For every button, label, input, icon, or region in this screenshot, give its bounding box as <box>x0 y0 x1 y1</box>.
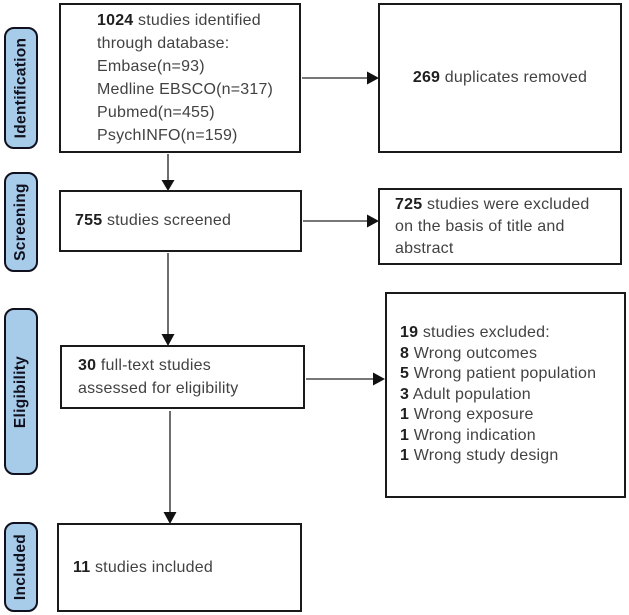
count: 11 <box>73 558 91 576</box>
count: 30 <box>78 357 97 374</box>
text-line: PsychINFO(n=159) <box>97 124 299 147</box>
line-text: Adult population <box>409 385 531 403</box>
text-line: through database: <box>97 32 299 55</box>
text-line: 725 studies were excluded <box>395 194 620 216</box>
line-text: on the basis of title and <box>395 217 565 235</box>
line-text: through database: <box>97 35 230 52</box>
line-text: Wrong exposure <box>409 406 534 424</box>
stage-label-included: Included <box>4 522 38 612</box>
line-text: assessed for eligibility <box>78 380 239 397</box>
line-text: abstract <box>395 239 454 257</box>
line-text: Wrong outcomes <box>409 344 538 362</box>
box-fulltext-assessed: 30 full-text studies assessed for eligib… <box>60 345 305 409</box>
stage-label-identification: Identification <box>4 27 38 149</box>
count: 1024 <box>97 12 134 29</box>
count: 1 <box>400 426 410 444</box>
stage-label-identification-text: Identification <box>12 37 29 139</box>
text-line: Medline EBSCO(n=317) <box>97 78 299 101</box>
text-line: 30 full-text studies <box>78 354 303 377</box>
box-fulltext-excluded-reasons: 19 studies excluded: 8 Wrong outcomes 5 … <box>385 292 626 498</box>
line-text: duplicates removed <box>440 69 588 86</box>
stage-label-eligibility: Eligibility <box>4 308 38 475</box>
text-line: 3 Adult population <box>400 385 624 406</box>
count: 3 <box>400 385 410 403</box>
stage-label-screening-text: Screening <box>12 183 29 261</box>
count: 1 <box>400 447 410 465</box>
line-text: Pubmed(n=455) <box>97 104 215 121</box>
text-line: 1 Wrong study design <box>400 446 624 467</box>
line-text: studies excluded: <box>418 324 550 342</box>
count: 1 <box>400 406 410 424</box>
text-line: 1024 studies identified <box>97 9 299 32</box>
text-line: abstract <box>395 238 620 260</box>
line-text: Wrong study design <box>409 447 559 465</box>
text-line: 8 Wrong outcomes <box>400 344 624 365</box>
box-studies-screened: 755 studies screened <box>59 190 302 252</box>
text-line: assessed for eligibility <box>78 377 303 400</box>
line-text: PsychINFO(n=159) <box>97 127 238 144</box>
text-line: 19 studies excluded: <box>400 323 624 344</box>
box-excluded-title-abstract: 725 studies were excluded on the basis o… <box>378 188 622 265</box>
line-text: studies included <box>90 558 213 576</box>
stage-label-screening: Screening <box>4 172 38 272</box>
stage-label-eligibility-text: Eligibility <box>12 355 30 428</box>
line-text: Wrong indication <box>409 426 536 444</box>
text-line: Pubmed(n=455) <box>97 101 299 124</box>
arrowhead-fulltext-to-excluded <box>373 372 385 386</box>
line-text: Wrong patient population <box>409 365 597 383</box>
text-line: 1 Wrong indication <box>400 426 624 447</box>
line-text: full-text studies <box>96 357 211 374</box>
text-line: 5 Wrong patient population <box>400 364 624 385</box>
text-line: 1 Wrong exposure <box>400 405 624 426</box>
text-line: 755 studies screened <box>75 210 300 232</box>
box-studies-identified: 1024 studies identified through database… <box>59 3 301 153</box>
line-text: studies screened <box>102 212 232 229</box>
text-line: 269 duplicates removed <box>413 67 587 89</box>
line-text: studies were excluded <box>422 195 590 213</box>
count: 5 <box>400 365 410 383</box>
count: 8 <box>400 344 410 362</box>
stage-label-included-text: Included <box>12 533 30 601</box>
text-line: Embase(n=93) <box>97 55 299 78</box>
count: 725 <box>395 195 423 213</box>
count: 19 <box>400 324 419 342</box>
box-duplicates-removed: 269 duplicates removed <box>378 3 622 153</box>
text-line: 11 studies included <box>73 557 300 579</box>
line-text: studies identified <box>133 12 261 29</box>
line-text: Embase(n=93) <box>97 58 205 75</box>
count: 269 <box>412 69 441 86</box>
text-line: on the basis of title and <box>395 216 620 238</box>
line-text: Medline EBSCO(n=317) <box>97 81 274 98</box>
box-studies-included: 11 studies included <box>57 523 302 612</box>
count: 755 <box>75 212 103 229</box>
